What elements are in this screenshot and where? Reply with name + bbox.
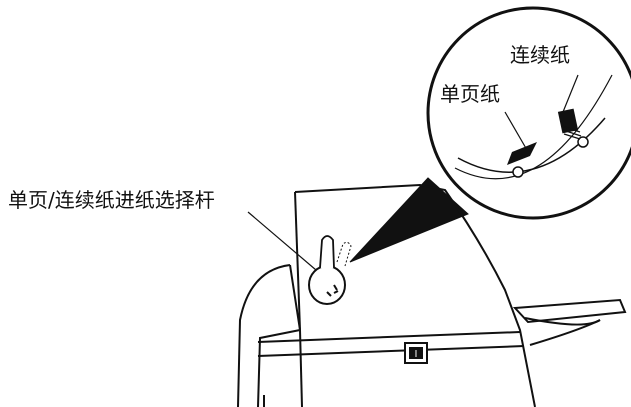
single-position-dot xyxy=(512,166,524,178)
continuous-paper-label: 连续纸 xyxy=(510,43,570,67)
lever-marks xyxy=(326,284,339,297)
lever-label: 单页/连续纸进纸选择杆 xyxy=(8,188,215,212)
continuous-lever-tab xyxy=(557,108,579,134)
single-lever-tab xyxy=(507,142,537,165)
single-sheet-label: 单页纸 xyxy=(440,82,500,106)
panel-badge-inner xyxy=(409,347,423,359)
single-leader-line xyxy=(504,111,528,151)
continuous-position-dot xyxy=(577,136,589,148)
callout-wedge xyxy=(349,177,469,263)
magnifier-arc-outer xyxy=(454,74,613,180)
printer-body xyxy=(237,183,627,407)
lever-mount xyxy=(308,265,346,305)
panel-badge-text: I xyxy=(415,349,418,360)
magnifier-circle xyxy=(426,6,631,220)
lever-alt-position xyxy=(336,241,352,267)
continuous-lever-hatch xyxy=(561,125,582,140)
lever-leader-line xyxy=(247,211,317,271)
lever-handle xyxy=(319,235,335,269)
continuous-leader-line xyxy=(562,74,579,113)
